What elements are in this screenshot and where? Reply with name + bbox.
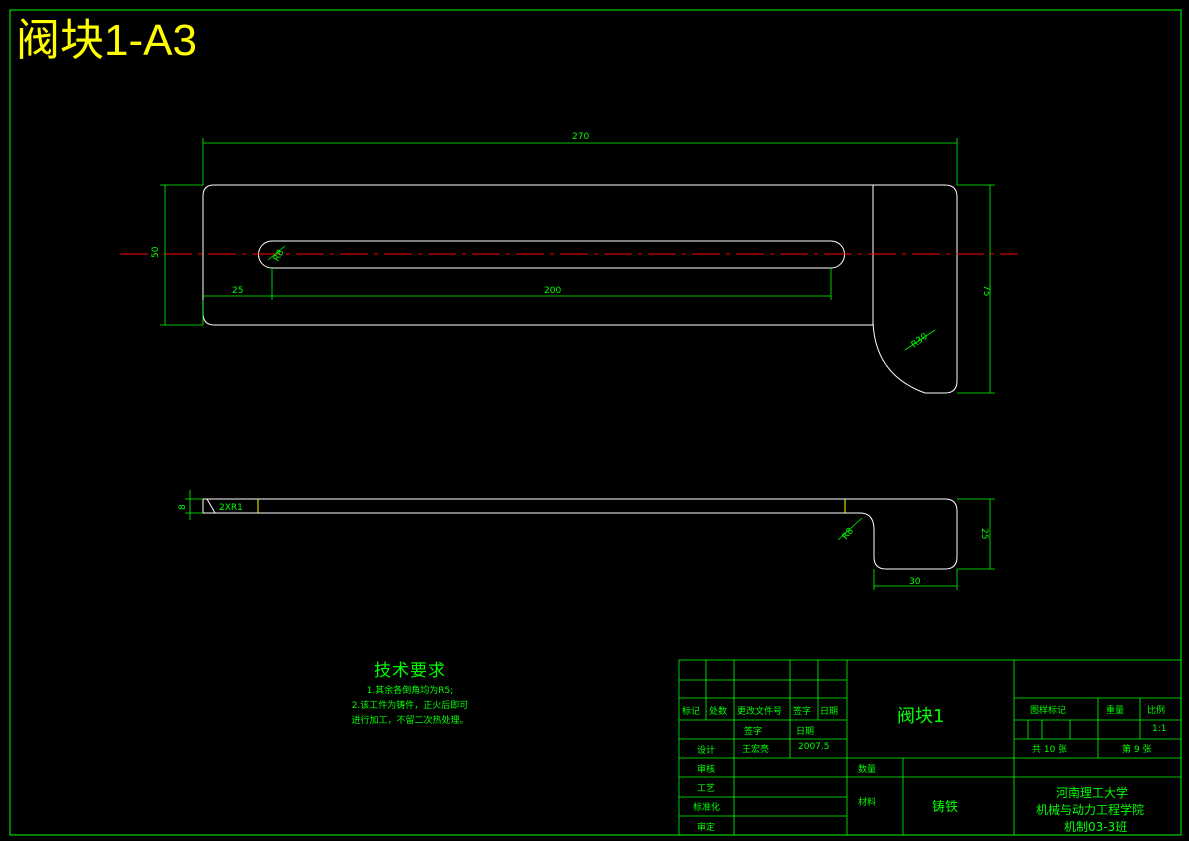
drawing-title: 阀块1-A3 <box>16 16 197 65</box>
scale-label: 比例 <box>1147 706 1166 716</box>
side-view-dimensions <box>185 490 995 590</box>
drawing-border <box>9 9 1182 836</box>
title-block-grid <box>678 659 1182 836</box>
header-sign: 签字 <box>793 707 812 717</box>
role-design: 设计 <box>697 746 716 756</box>
side-view <box>202 498 958 570</box>
part-name: 阀块1 <box>897 706 945 727</box>
drawing-mark-label: 图样标记 <box>1030 706 1067 716</box>
dim-flange-height: 25 <box>979 528 989 539</box>
dim-slot-length: 200 <box>544 286 561 296</box>
top-view <box>202 184 958 394</box>
dim-chamfer: 2XR1 <box>219 503 243 513</box>
tech-requirement-line: 2.该工件为铸件，正火后即可 <box>351 701 469 711</box>
dim-bend-radius: R8 <box>841 526 857 542</box>
sheet-number: 第 9 张 <box>1122 745 1152 755</box>
class-name: 机制03-3班 <box>1064 820 1128 834</box>
material-label: 材料 <box>858 798 877 808</box>
total-sheets: 共 10 张 <box>1032 745 1068 755</box>
dim-height-right: 75 <box>981 285 991 296</box>
header-change-doc: 更改文件号 <box>737 707 783 717</box>
scale-value: 1:1 <box>1152 724 1167 734</box>
header-date: 日期 <box>820 707 839 717</box>
dim-slot-offset: 25 <box>232 286 243 296</box>
designer-name: 王宏亮 <box>742 745 770 755</box>
top-view-dimensions <box>160 138 995 394</box>
tech-requirement-line: 进行加工，不留二次热处理。 <box>351 716 469 726</box>
date-label: 日期 <box>796 727 815 737</box>
tech-requirement-line: 1.其余各倒角均为R5; <box>366 686 454 696</box>
university-name: 河南理工大学 <box>1056 786 1129 800</box>
dim-corner-radius: R30 <box>910 331 930 350</box>
header-mark: 标记 <box>682 707 701 717</box>
role-approval: 审定 <box>697 823 716 833</box>
weight-label: 重量 <box>1106 706 1125 716</box>
top-view-outline <box>202 184 958 394</box>
role-process: 工艺 <box>697 784 716 794</box>
role-standardization: 标准化 <box>693 803 721 813</box>
dim-thickness: 8 <box>178 504 188 510</box>
role-review: 审核 <box>697 765 716 775</box>
design-date: 2007.5 <box>798 742 830 752</box>
tech-requirements: 技术要求 1.其余各倒角均为R5; 2.该工件为铸件，正火后即可 进行加工，不留… <box>300 656 520 729</box>
dim-overall-length: 270 <box>572 132 589 142</box>
tech-requirements-title: 技术要求 <box>374 661 446 681</box>
header-count: 处数 <box>709 707 728 717</box>
dim-flange-width: 30 <box>909 577 921 587</box>
dim-height-left: 50 <box>151 246 161 258</box>
side-view-outline <box>202 498 958 570</box>
sign-label: 签字 <box>744 727 763 737</box>
dim-slot-radius: R8 <box>272 248 287 264</box>
college-name: 机械与动力工程学院 <box>1036 803 1145 817</box>
quantity-label: 数量 <box>858 765 877 775</box>
material-value: 铸铁 <box>932 800 959 815</box>
